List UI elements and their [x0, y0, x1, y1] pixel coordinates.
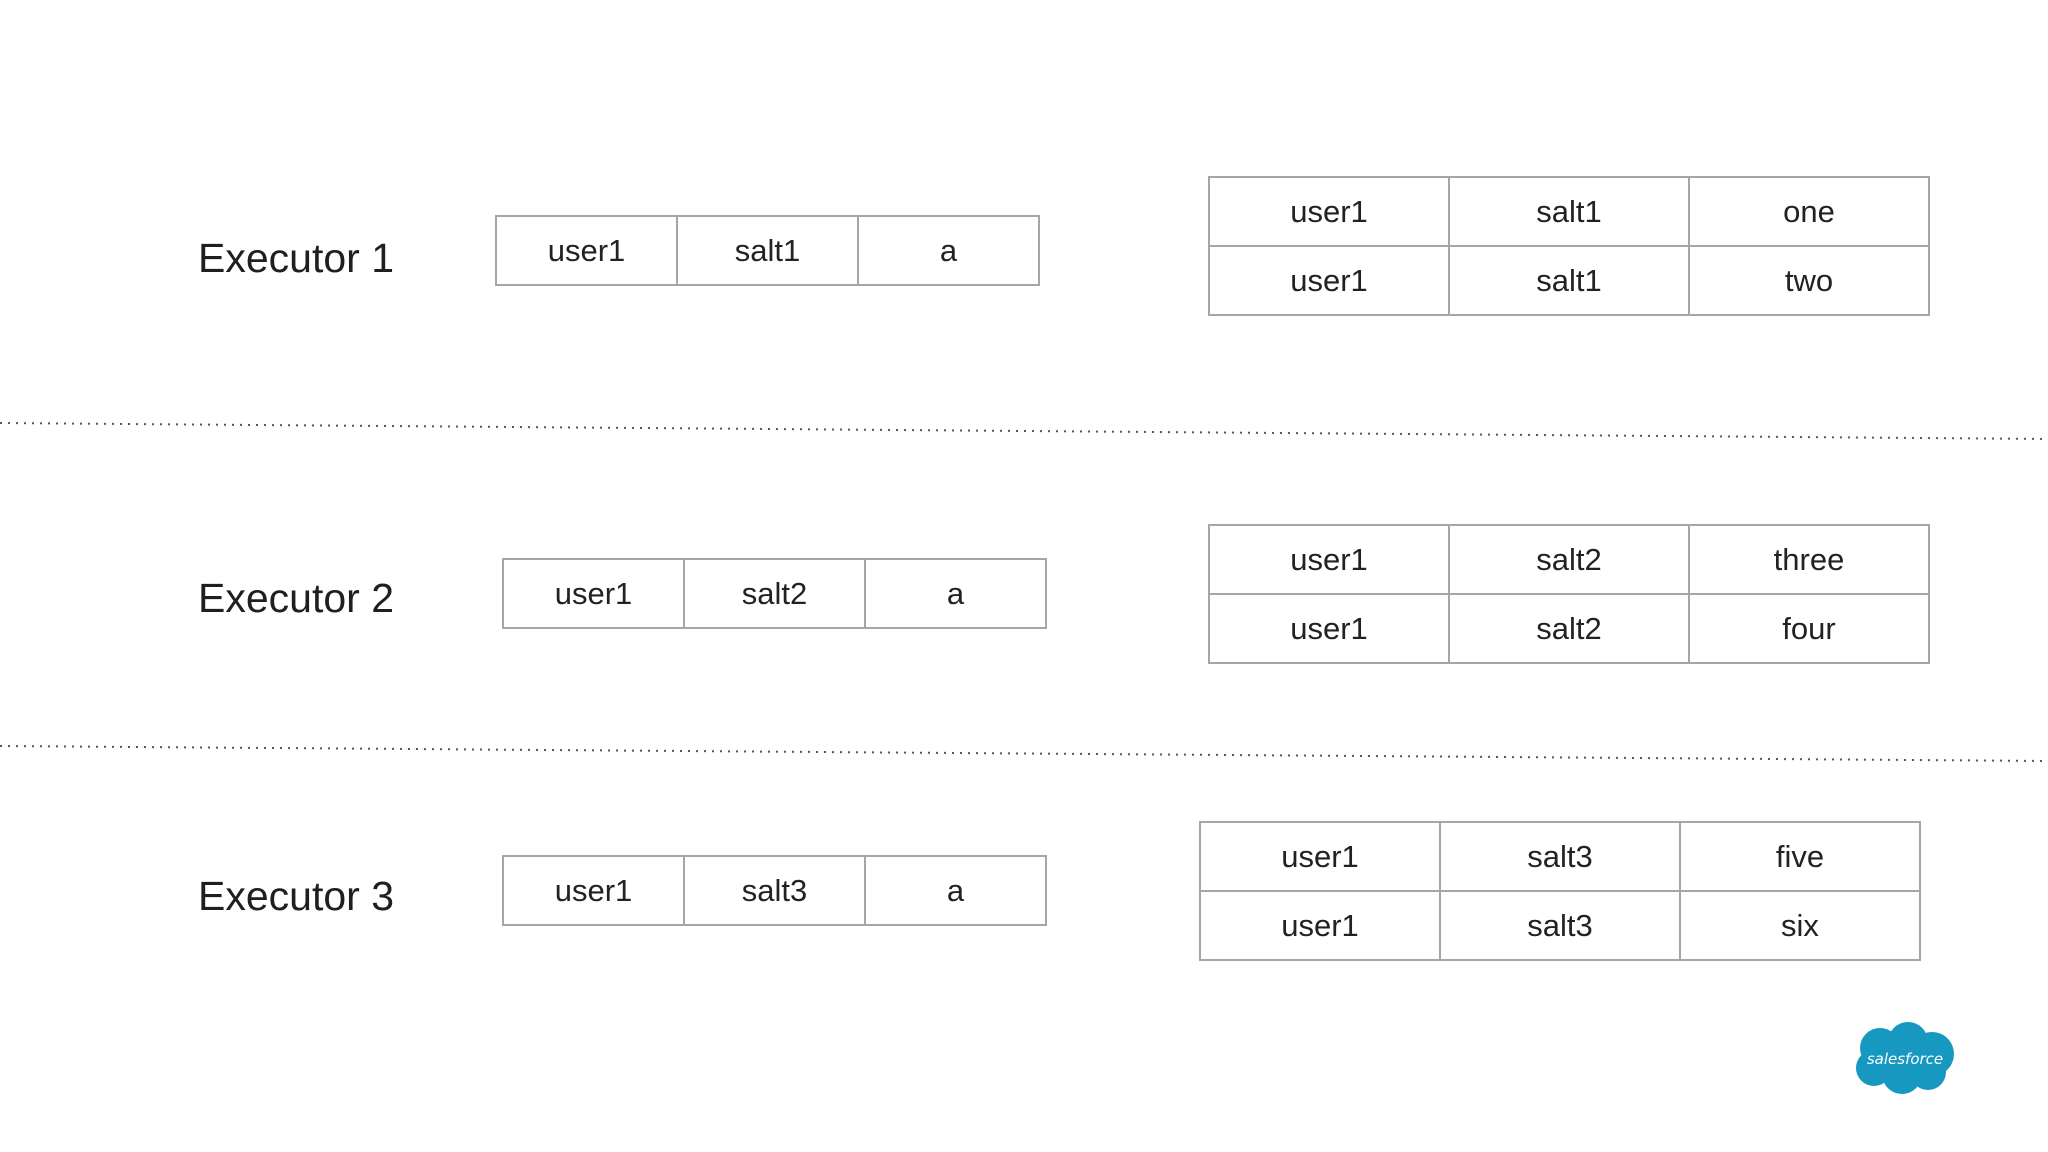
- table-cell: salt2: [683, 558, 866, 629]
- table-cell: salt3: [683, 855, 866, 926]
- table-cell: salt2: [1448, 524, 1690, 595]
- executor-3-label: Executor 3: [198, 873, 394, 919]
- table-cell: salt1: [1448, 176, 1690, 247]
- cloud-icon: [1856, 1022, 1954, 1094]
- executor-2-output-table: user1 salt2 three user1 salt2 four: [1208, 524, 1930, 664]
- divider-1: [0, 422, 2048, 440]
- executor-1-input-row: user1 salt1 a: [495, 215, 1040, 286]
- table-row: user1 salt2 four: [1208, 593, 1930, 664]
- salesforce-logo: salesforce: [1856, 1022, 1954, 1094]
- table-cell: salt3: [1439, 890, 1681, 961]
- table-cell: user1: [1208, 524, 1450, 595]
- executor-3-output-table: user1 salt3 five user1 salt3 six: [1199, 821, 1921, 961]
- table-row: user1 salt2 a: [502, 558, 1047, 629]
- table-cell: user1: [502, 558, 685, 629]
- table-cell: user1: [502, 855, 685, 926]
- table-cell: a: [864, 558, 1047, 629]
- table-cell: salt3: [1439, 821, 1681, 892]
- table-cell: user1: [1199, 821, 1441, 892]
- table-cell: a: [857, 215, 1040, 286]
- executor-1-label: Executor 1: [198, 235, 394, 281]
- table-cell: user1: [1208, 245, 1450, 316]
- table-row: user1 salt1 one: [1208, 176, 1930, 247]
- table-cell: six: [1679, 890, 1921, 961]
- table-row: user1 salt1 two: [1208, 245, 1930, 316]
- table-cell: salt1: [1448, 245, 1690, 316]
- table-cell: four: [1688, 593, 1930, 664]
- table-row: user1 salt3 five: [1199, 821, 1921, 892]
- divider-2: [0, 745, 2048, 762]
- table-row: user1 salt1 a: [495, 215, 1040, 286]
- table-cell: user1: [495, 215, 678, 286]
- executor-2-label: Executor 2: [198, 575, 394, 621]
- table-cell: user1: [1208, 593, 1450, 664]
- executor-2-input-row: user1 salt2 a: [502, 558, 1047, 629]
- table-cell: a: [864, 855, 1047, 926]
- table-cell: user1: [1199, 890, 1441, 961]
- table-cell: salt2: [1448, 593, 1690, 664]
- executor-1-output-table: user1 salt1 one user1 salt1 two: [1208, 176, 1930, 316]
- table-row: user1 salt3 six: [1199, 890, 1921, 961]
- executor-3-input-row: user1 salt3 a: [502, 855, 1047, 926]
- table-cell: one: [1688, 176, 1930, 247]
- table-cell: salt1: [676, 215, 859, 286]
- table-cell: two: [1688, 245, 1930, 316]
- table-cell: user1: [1208, 176, 1450, 247]
- table-cell: five: [1679, 821, 1921, 892]
- logo-text: salesforce: [1867, 1050, 1943, 1068]
- table-cell: three: [1688, 524, 1930, 595]
- table-row: user1 salt2 three: [1208, 524, 1930, 595]
- table-row: user1 salt3 a: [502, 855, 1047, 926]
